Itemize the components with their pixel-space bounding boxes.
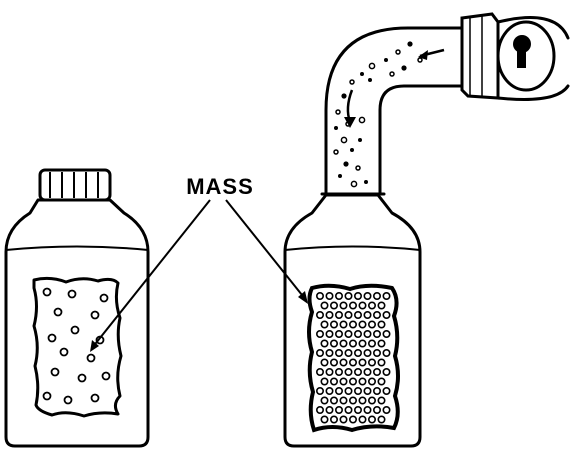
flow-particle (390, 72, 394, 76)
flow-particle (358, 138, 362, 142)
flow-particle (334, 150, 338, 154)
left-bottle (6, 170, 148, 446)
left-bottle-body (6, 200, 148, 446)
flow-particle (368, 78, 372, 82)
flow-particle (359, 117, 364, 122)
right-bottle (285, 195, 420, 446)
pipe-coupling (462, 14, 498, 98)
flow-particle (343, 161, 348, 166)
pipe (322, 14, 568, 194)
left-mass-particles (44, 289, 110, 404)
flow-particle (369, 63, 374, 68)
flow-particle (401, 65, 406, 70)
flow-particle (418, 58, 422, 62)
flow-particle (407, 41, 412, 46)
mass-leader-lines (90, 200, 308, 352)
flow-particle (356, 166, 360, 170)
flow-particle (334, 126, 338, 130)
flow-particle (338, 174, 342, 178)
flow-particle (341, 137, 346, 142)
flow-particle (384, 58, 388, 62)
flow-particle (396, 50, 400, 54)
flow-arrows (344, 50, 444, 128)
mass-label: MASS (170, 174, 270, 200)
leader-line-left (92, 200, 210, 348)
flow-particle (350, 80, 354, 84)
flow-particle (360, 72, 364, 76)
flow-particle (350, 148, 354, 152)
flow-particle (364, 180, 368, 184)
flow-particle (351, 181, 356, 186)
flow-particle (341, 93, 346, 98)
flow-particle (336, 110, 340, 114)
